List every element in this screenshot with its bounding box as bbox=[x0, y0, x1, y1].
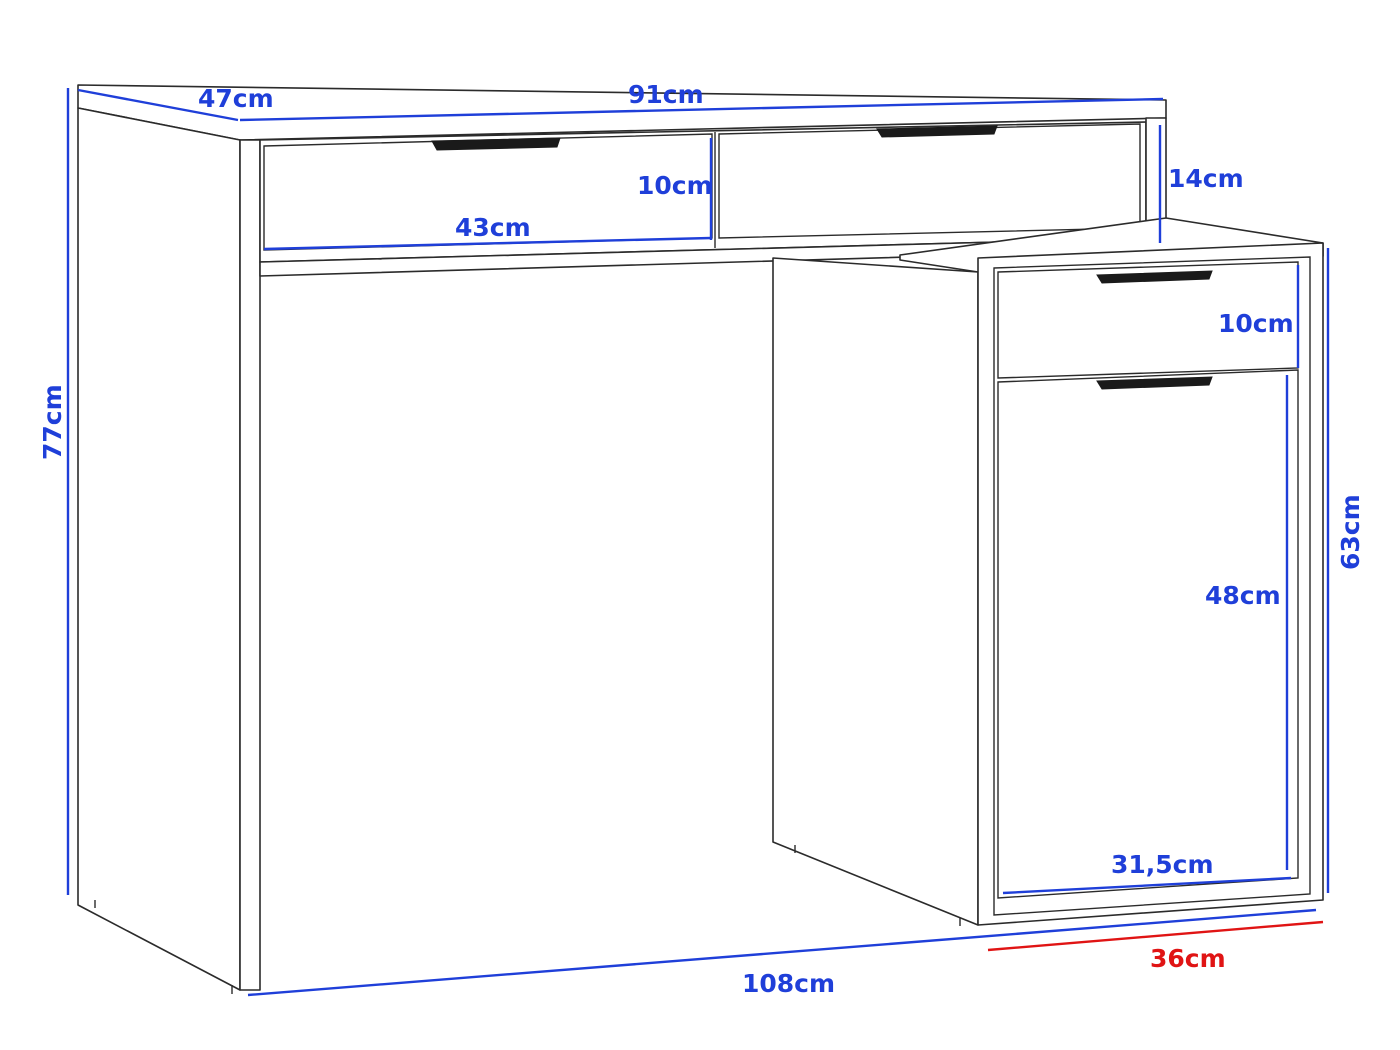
left-panel-front bbox=[239, 139, 261, 991]
label-upper-drawer-height: 10cm bbox=[637, 171, 713, 200]
upper-left-handle bbox=[431, 137, 561, 151]
left-panel-side bbox=[77, 107, 241, 991]
dimension-lines bbox=[66, 88, 1330, 997]
label-door-width: 31,5cm bbox=[1111, 850, 1214, 879]
handles bbox=[431, 125, 1213, 390]
label-depth: 47cm bbox=[198, 84, 274, 113]
label-side-drawer-height: 10cm bbox=[1218, 309, 1294, 338]
door-handle bbox=[1096, 376, 1213, 390]
label-cabinet-width: 36cm bbox=[1150, 944, 1226, 973]
label-top-width: 91cm bbox=[628, 80, 704, 109]
label-total-height: 77cm bbox=[38, 384, 67, 460]
side-drawer-handle bbox=[1096, 270, 1213, 284]
cabinet-door bbox=[997, 369, 1299, 899]
dimension-labels: 47cm 91cm 10cm 43cm 14cm 77cm 10cm 63cm … bbox=[38, 80, 1365, 998]
cabinet-front bbox=[977, 242, 1324, 926]
desk-body bbox=[77, 84, 1324, 994]
cabinet-side bbox=[772, 257, 979, 926]
label-door-height: 48cm bbox=[1205, 581, 1281, 610]
label-total-width: 108cm bbox=[742, 969, 835, 998]
label-upper-section-height: 14cm bbox=[1168, 164, 1244, 193]
upper-right-handle bbox=[876, 125, 998, 138]
label-upper-drawer-width: 43cm bbox=[455, 213, 531, 242]
label-cabinet-height: 63cm bbox=[1336, 494, 1365, 570]
